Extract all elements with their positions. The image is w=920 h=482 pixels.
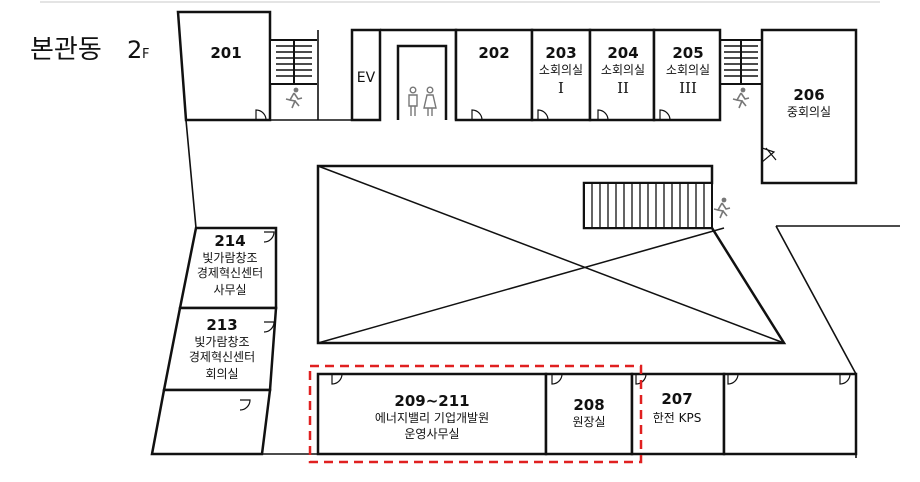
- atrium-void: [316, 164, 787, 345]
- room-214-number: 214: [214, 232, 245, 250]
- room-209-211-number: 209~211: [394, 392, 469, 410]
- room-205-name: 소회의실: [666, 63, 710, 77]
- floor-number: 2: [127, 36, 142, 64]
- door-swing-icon: [761, 147, 777, 163]
- room-207-name: 한전 KPS: [653, 411, 702, 425]
- room-213-line1: 빛가람창조: [194, 335, 249, 349]
- stairs-icon: [720, 39, 762, 85]
- stairs-icon: [271, 39, 317, 85]
- room-214-line3: 사무실: [213, 283, 246, 297]
- elevator-label: EV: [357, 70, 376, 86]
- room-203-name: 소회의실: [539, 63, 583, 77]
- stairs-icon: [583, 182, 713, 229]
- room-203-number: 203: [545, 44, 576, 62]
- room-213[interactable]: 213 빛가람창조 경제혁신센터 회의실: [162, 306, 278, 392]
- room-208[interactable]: 208 원장실: [544, 372, 634, 456]
- room-204[interactable]: 204 소회의실 II: [588, 28, 656, 122]
- room-203[interactable]: 203 소회의실 I: [530, 28, 592, 122]
- restroom[interactable]: [380, 28, 458, 120]
- room-206[interactable]: 206 중회의실: [760, 28, 858, 185]
- room-207[interactable]: 207 한전 KPS: [630, 372, 726, 456]
- restroom-icon: [408, 86, 437, 116]
- room-204-roman: II: [617, 79, 629, 97]
- room-207-number: 207: [661, 390, 692, 408]
- room-205-roman: III: [679, 79, 697, 97]
- room-201-number: 201: [210, 44, 241, 62]
- emergency-exit-icon: [713, 197, 731, 219]
- room-214-line2: 경제혁신센터: [197, 266, 263, 280]
- room-214-line1: 빛가람창조: [202, 251, 257, 265]
- room-unlabeled: [150, 388, 272, 456]
- room-213-line3: 회의실: [205, 367, 238, 381]
- room-203-roman: I: [558, 79, 564, 97]
- room-214[interactable]: 214 빛가람창조 경제혁신센터 사무실: [178, 226, 278, 310]
- room-unlabeled-east: [722, 372, 858, 456]
- room-209-211-line1: 에너지밸리 기업개발원: [375, 411, 489, 425]
- emergency-exit-icon: [732, 87, 750, 109]
- emergency-exit-icon: [285, 87, 303, 109]
- room-202-number: 202: [478, 44, 509, 62]
- room-208-name: 원장실: [572, 415, 605, 429]
- room-201[interactable]: 201: [176, 10, 272, 122]
- door-swing-icon: [239, 109, 851, 411]
- room-208-number: 208: [573, 396, 604, 414]
- room-204-name: 소회의실: [601, 63, 645, 77]
- highlight-box: [308, 364, 643, 464]
- floor-suffix: F: [142, 47, 149, 62]
- building-title: 본관동 2 F: [30, 35, 149, 65]
- north-corridor-wall: [270, 30, 352, 121]
- room-206-name: 중회의실: [787, 105, 831, 119]
- room-205-number: 205: [672, 44, 703, 62]
- room-213-line2: 경제혁신센터: [189, 350, 255, 364]
- elevator[interactable]: EV: [350, 28, 382, 122]
- room-202[interactable]: 202: [454, 28, 534, 122]
- room-206-number: 206: [793, 86, 824, 104]
- building-name: 본관동: [30, 35, 102, 65]
- room-205[interactable]: 205 소회의실 III: [652, 28, 722, 122]
- room-209-211[interactable]: 209~211 에너지밸리 기업개발원 운영사무실: [316, 372, 548, 456]
- room-204-number: 204: [607, 44, 638, 62]
- room-213-number: 213: [206, 316, 237, 334]
- room-209-211-line2: 운영사무실: [404, 427, 459, 441]
